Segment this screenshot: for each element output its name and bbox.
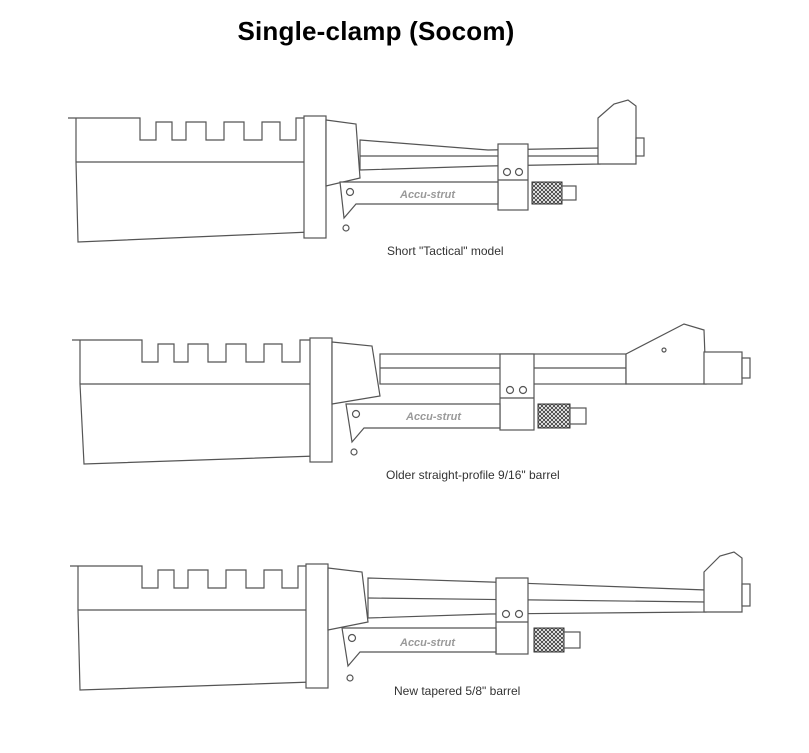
brand-label: Accu-strut xyxy=(405,411,462,423)
rifle-diagram-new-tapered: Accu-strut xyxy=(70,551,751,691)
diagram-caption: Short "Tactical" model xyxy=(387,244,504,258)
brand-label: Accu-strut xyxy=(399,189,456,201)
diagram-caption: Older straight-profile 9/16" barrel xyxy=(386,468,560,482)
diagram-caption: New tapered 5/8" barrel xyxy=(394,684,521,698)
page-title: Single-clamp (Socom) xyxy=(237,16,515,46)
rifle-diagram-short-tactical: Accu-strut xyxy=(68,99,645,243)
brand-label: Accu-strut xyxy=(399,637,456,649)
rifle-diagram-straight-profile: Accu-strut xyxy=(72,323,751,465)
